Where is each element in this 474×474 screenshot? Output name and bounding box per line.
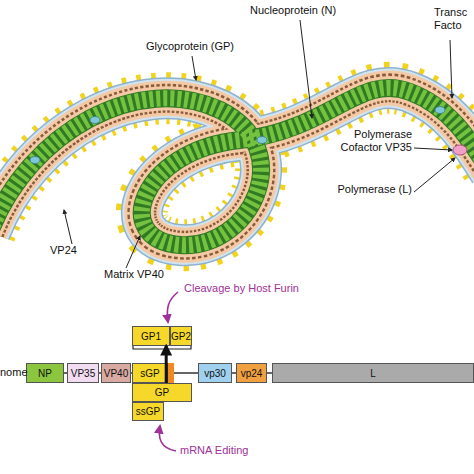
part-label: Nucleoprotein (N) — [250, 4, 360, 17]
gene-name: vp24 — [241, 368, 263, 379]
part-label: Cleavage by Host Furin — [184, 282, 334, 295]
processing-arrow — [165, 346, 168, 383]
part-label: Transc Facto — [434, 6, 474, 32]
gene-box: VP35 — [67, 363, 99, 383]
gene-box: VP40 — [101, 363, 131, 383]
part-label: Glycoprotein (GP) — [146, 40, 256, 53]
gene-name: GP — [155, 387, 169, 398]
gene-name: ssGP — [136, 406, 160, 417]
gene-box: vp24 — [236, 363, 267, 383]
filament — [0, 88, 474, 245]
part-label: mRNA Editing — [180, 444, 290, 457]
gene-box: sGP — [132, 363, 168, 383]
cleavage-bracket — [133, 346, 191, 349]
gene-box: ssGP — [132, 402, 164, 421]
gene-box: GP1 — [132, 326, 170, 346]
polymerase — [453, 145, 467, 155]
gene-box: vp30 — [198, 363, 232, 383]
gene-name: NP — [38, 368, 52, 379]
part-label: Polymerase Cofactor VP35 — [330, 128, 412, 154]
gene-box: NP — [26, 363, 64, 383]
gene-box: GP — [132, 383, 192, 402]
gene-name: L — [370, 368, 376, 379]
part-label: Matrix VP40 — [104, 268, 194, 281]
part-label: Polymerase (L) — [320, 183, 412, 196]
part-label: nome — [0, 366, 26, 379]
gene-name: GP2 — [171, 331, 191, 342]
gene-name: GP1 — [141, 331, 161, 342]
leader-lines — [64, 20, 455, 268]
part-label: VP24 — [50, 244, 100, 257]
gene-box: L — [272, 363, 474, 383]
gene-name: sGP — [140, 368, 159, 379]
gene-name: vp30 — [204, 368, 226, 379]
transcription-factor — [30, 107, 445, 164]
sgp-band — [168, 363, 174, 383]
gene-name: VP35 — [71, 368, 95, 379]
gene-name: VP40 — [104, 368, 128, 379]
gene-box: GP2 — [170, 326, 192, 346]
